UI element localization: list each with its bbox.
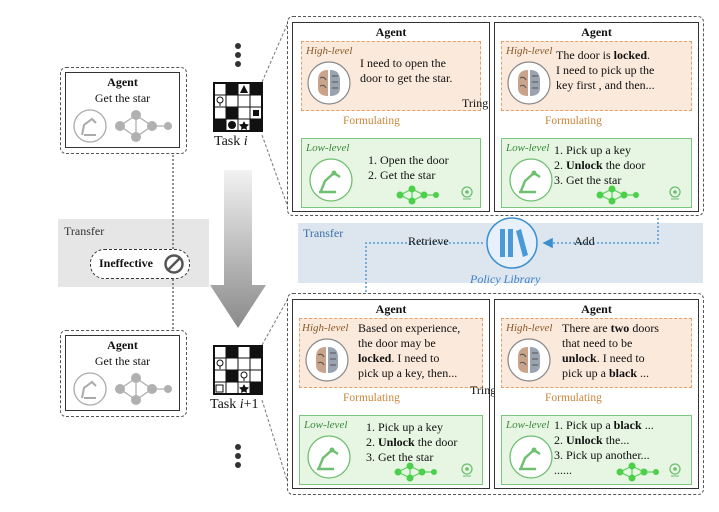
agent-title: Agent: [581, 302, 612, 316]
low-level-box: Low-level 1. Pick up a key 2. Unlock the…: [501, 138, 692, 208]
left-agent-frame-bottom: Agent Get the star: [60, 330, 187, 417]
bottom-left-agent-panel: Agent High-level Based on experience, th…: [292, 299, 490, 489]
high-level-box: High-level The door is locked. I need to…: [501, 41, 692, 111]
left-agent2-title: Agent: [107, 338, 138, 352]
formulating-label: Formulating: [545, 392, 602, 404]
network-icon: [394, 462, 437, 482]
low-level-tag: Low-level: [506, 419, 550, 431]
prohibited-icon: [164, 254, 184, 274]
robot-arm-icon: [509, 158, 553, 202]
transfer-left-label: Transfer: [64, 224, 105, 238]
formulating-label: Formulating: [343, 115, 400, 127]
high-level-box: High-level There are two doors that need…: [501, 318, 692, 388]
high-level-text: Based on experience, the door may be loc…: [358, 321, 461, 380]
high-level-tag: High-level: [506, 322, 553, 334]
left-agent-title: Agent: [107, 75, 138, 89]
network-icon: [616, 462, 659, 482]
big-down-arrow: [210, 170, 266, 328]
agent-title: Agent: [581, 25, 612, 39]
task-i1-grid-icon: [213, 345, 263, 395]
high-level-tag: High-level: [506, 45, 553, 57]
network-icon: [596, 185, 639, 205]
gear-icon: [461, 186, 473, 200]
gear-icon: [461, 463, 473, 477]
top-left-agent-panel: Agent High-level I need to open the door…: [292, 22, 490, 212]
robot-and-network-icon: [73, 372, 172, 406]
transfer-label: Transfer: [303, 226, 344, 240]
high-level-text: There are two doors that need to be unlo…: [562, 321, 659, 380]
robot-and-network-icon: [73, 109, 172, 143]
left-agent-frame-top: Agent Get the star: [60, 67, 187, 154]
left-agent-panel-bottom: Agent Get the star: [65, 335, 180, 411]
agent-title: Agent: [375, 302, 407, 316]
policy-library-label: Policy Library: [470, 272, 541, 286]
low-level-tag: Low-level: [506, 142, 550, 154]
brain-icon: [507, 338, 551, 382]
brain-icon: [305, 338, 349, 382]
low-level-text: 1. Pick up a key 2. Unlock the door 3. G…: [366, 420, 458, 464]
robot-arm-icon: [309, 158, 353, 202]
brain-icon: [507, 61, 551, 105]
add-label: Add: [574, 234, 595, 248]
agent-title: Agent: [375, 25, 407, 39]
low-level-text: 1. Pick up a key 2. Unlock the door 3. G…: [554, 143, 646, 187]
gear-icon: [669, 186, 681, 200]
retrieve-label: Retrieve: [408, 234, 449, 248]
top-right-agent-panel: Agent High-level The door is locked. I n…: [494, 22, 699, 212]
high-level-tag: High-level: [306, 45, 353, 57]
high-level-tag: High-level: [302, 322, 349, 334]
task-i-grid-icon: [213, 82, 263, 132]
low-level-box: Low-level 1. Pick up a black ... 2. Unlo…: [501, 415, 692, 485]
low-level-text: 1. Pick up a black ... 2. Unlock the... …: [554, 418, 654, 477]
formulating-label: Formulating: [545, 115, 602, 127]
low-level-box: Low-level 1. Open the door 2. Get the st…: [301, 138, 481, 208]
high-level-text: The door is locked. I need to pick up th…: [556, 48, 655, 92]
tring-bottom-label: Tring: [470, 383, 497, 397]
low-level-text: 1. Open the door 2. Get the star: [368, 153, 449, 182]
left-agent-task: Get the star: [94, 91, 151, 105]
left-agent-panel-top: Agent Get the star: [65, 72, 180, 148]
tring-top-label: Tring: [462, 96, 489, 110]
robot-arm-icon: [307, 435, 351, 479]
network-icon: [396, 185, 439, 205]
low-level-tag: Low-level: [306, 142, 350, 154]
low-level-box: Low-level 1. Pick up a key 2. Unlock the…: [299, 415, 483, 485]
bottom-right-agent-panel: Agent High-level There are two doors tha…: [494, 299, 699, 489]
high-level-box: High-level I need to open the door to ge…: [301, 41, 481, 111]
ineffective-badge: Ineffective: [90, 249, 190, 279]
task-i1-label: Task i+1: [210, 397, 259, 412]
formulating-label: Formulating: [343, 392, 400, 404]
ineffective-label: Ineffective: [99, 256, 153, 270]
high-level-text: I need to open the door to get the star.: [360, 56, 453, 85]
low-level-tag: Low-level: [304, 419, 348, 431]
robot-arm-icon: [509, 435, 553, 479]
high-level-box: High-level Based on experience, the door…: [299, 318, 483, 388]
task-i-label: Task i: [214, 134, 248, 149]
brain-icon: [307, 61, 351, 105]
left-agent2-task: Get the star: [94, 354, 151, 368]
gear-icon: [669, 463, 681, 477]
